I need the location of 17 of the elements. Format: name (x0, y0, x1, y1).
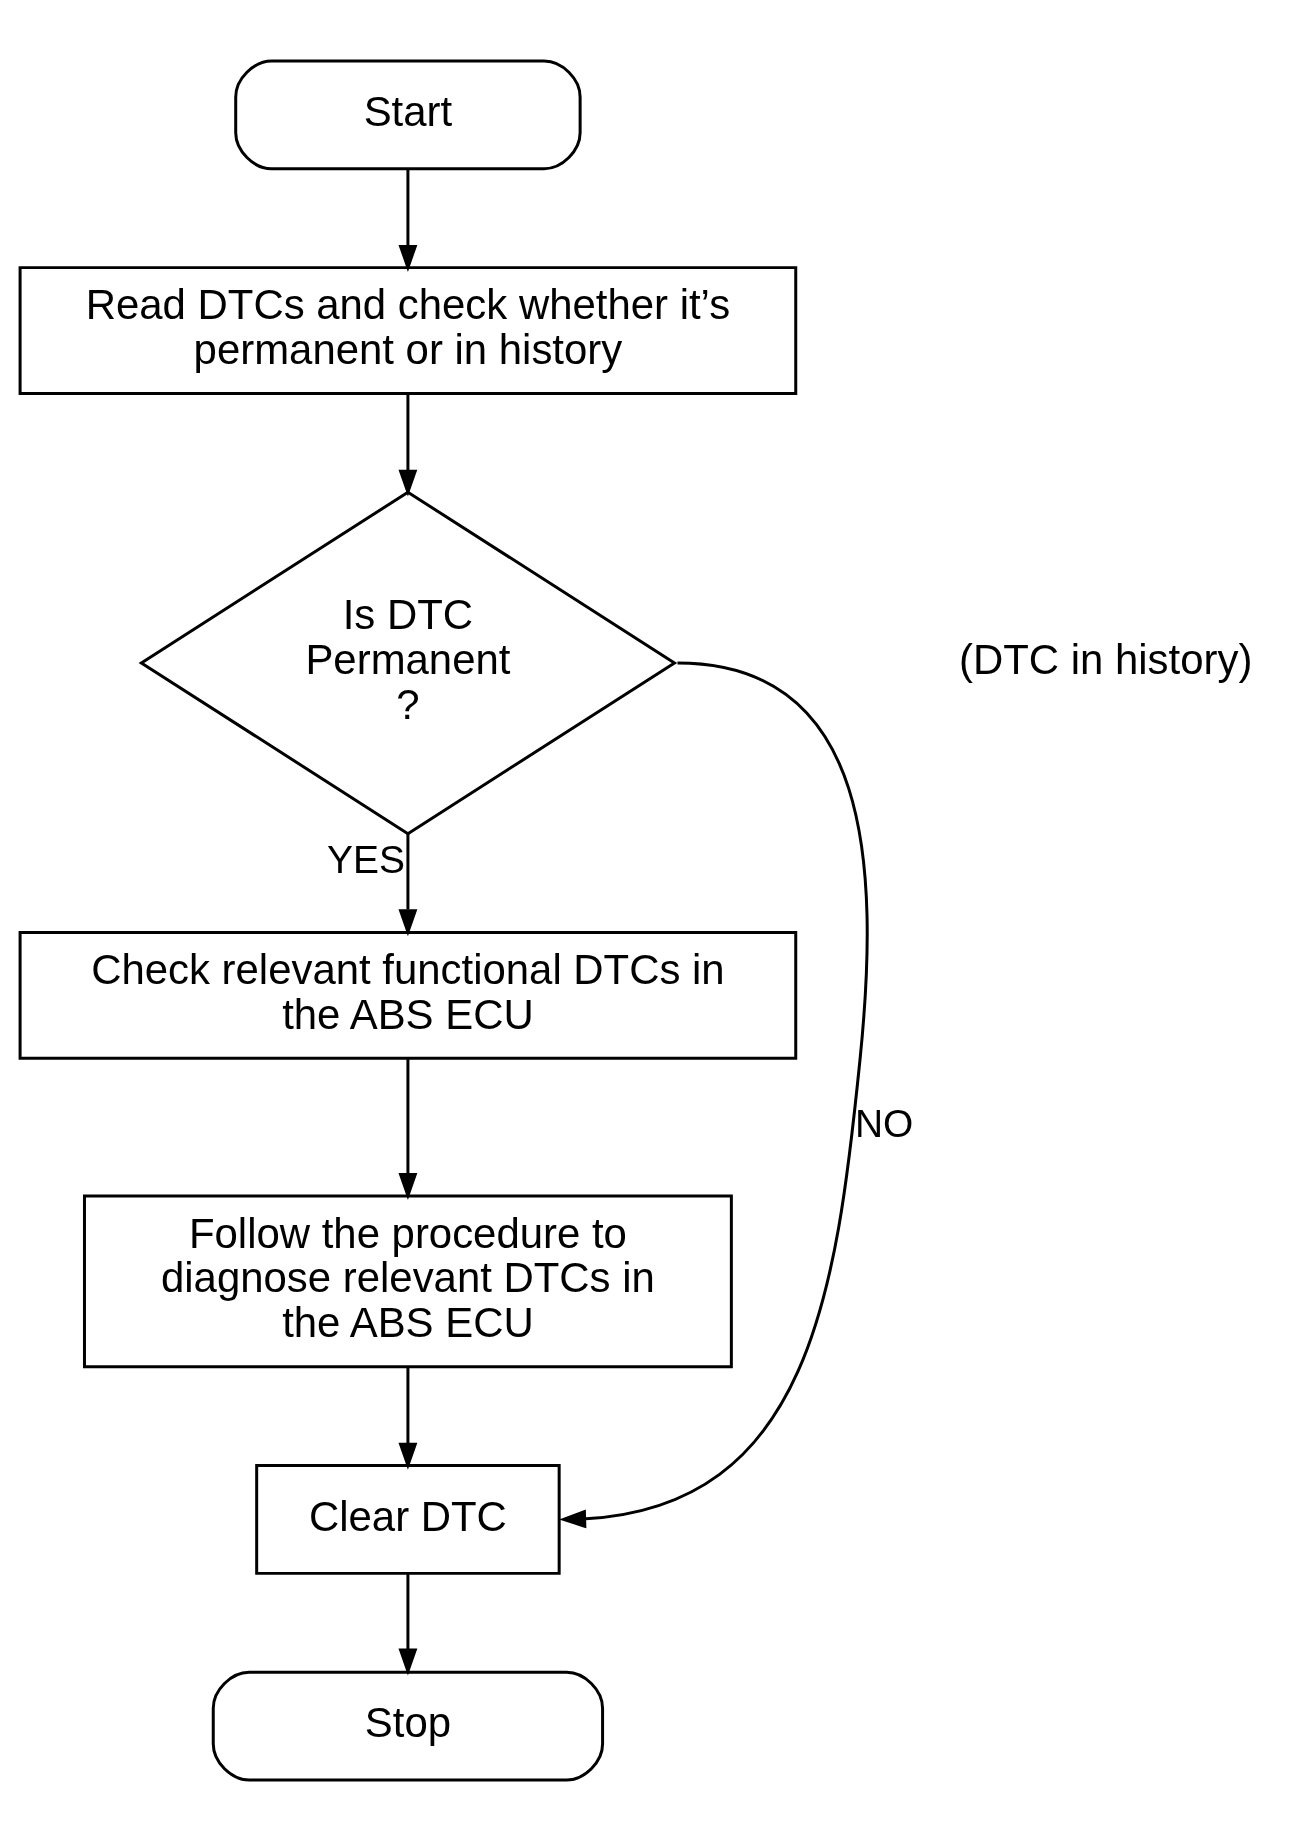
node-box: Start (234, 59, 582, 170)
arrow (398, 1058, 418, 1200)
edge-label: NO (854, 1101, 914, 1145)
arrow (398, 169, 418, 272)
node-box: Read DTCs and check whether it’s permanent or in history (18, 265, 798, 395)
arrow (398, 1573, 418, 1675)
arrow (398, 833, 418, 936)
node-box: Clear DTC (255, 1463, 561, 1575)
label: (DTC in history) (959, 635, 1253, 683)
arrow (398, 1366, 418, 1470)
edge-label: YES (327, 837, 405, 881)
node-box: Stop (211, 1670, 605, 1781)
node-box: Check relevant functional DTCs in the ABS ECU (18, 930, 798, 1060)
arrow (398, 393, 418, 497)
node-diamond: Is DTC Permanent ? (138, 489, 678, 835)
node-box: Follow the procedure to diagnose relevant DTCs in the ABS ECU (82, 1194, 733, 1368)
arrow (559, 660, 869, 1528)
